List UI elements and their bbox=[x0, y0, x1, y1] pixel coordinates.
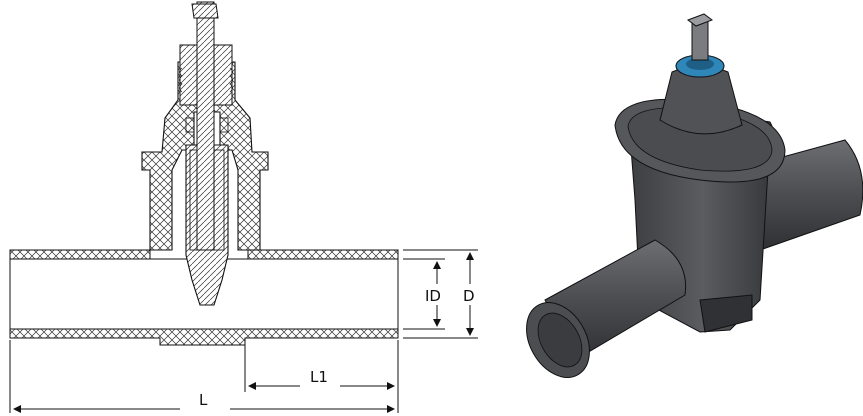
dimension-lines bbox=[9, 249, 478, 413]
stem-top bbox=[691, 19, 709, 61]
dimension-label-d: D bbox=[463, 287, 475, 305]
cross-section-drawing bbox=[9, 1, 399, 346]
dimension-label-l1: L1 bbox=[310, 368, 328, 386]
pipe-top-wall bbox=[9, 249, 151, 260]
dimension-label-id: ID bbox=[425, 287, 441, 305]
valve-3d-render bbox=[526, 13, 863, 378]
pipe-bottom-wall bbox=[9, 328, 399, 346]
valve-stem bbox=[196, 1, 215, 251]
dimension-label-l: L bbox=[199, 391, 208, 409]
pipe-top-wall-right bbox=[247, 249, 399, 260]
